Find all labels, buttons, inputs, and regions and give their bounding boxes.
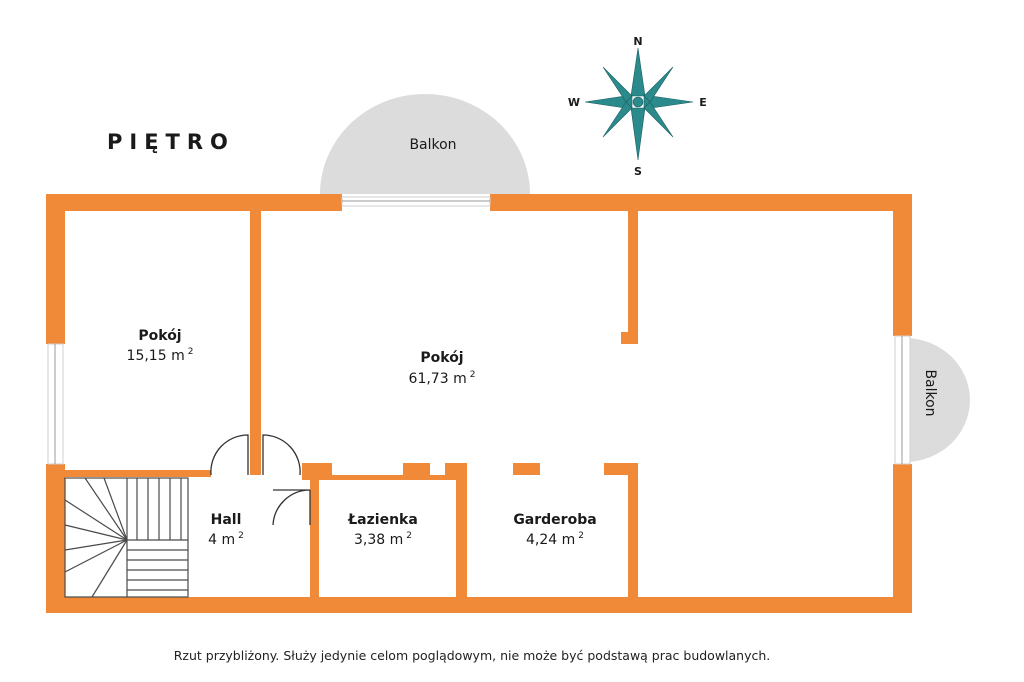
staircase — [64, 477, 189, 598]
balcony-right — [905, 338, 970, 462]
outer-walls — [46, 194, 912, 613]
compass-n: N — [633, 35, 642, 48]
balcony-top-label: Balkon — [409, 137, 456, 153]
doors — [210, 434, 311, 526]
room-left-name: Pokój — [138, 328, 181, 344]
compass-s: S — [634, 165, 642, 178]
windows — [47, 196, 911, 465]
balcony-top — [320, 94, 530, 194]
balcony-right-label: Balkon — [922, 369, 938, 416]
compass-w: W — [568, 96, 580, 109]
interior-walls — [46, 211, 638, 597]
compass-e: E — [699, 96, 707, 109]
compass-rose-icon: N S W E — [568, 35, 707, 178]
room-main-name: Pokój — [420, 350, 463, 366]
bathroom-name: Łazienka — [347, 512, 418, 528]
hall-name: Hall — [211, 512, 242, 528]
floor-title: PIĘTRO — [107, 130, 235, 154]
disclaimer: Rzut przybliżony. Służy jedynie celom po… — [173, 648, 771, 663]
wardrobe-name: Garderoba — [513, 512, 596, 528]
